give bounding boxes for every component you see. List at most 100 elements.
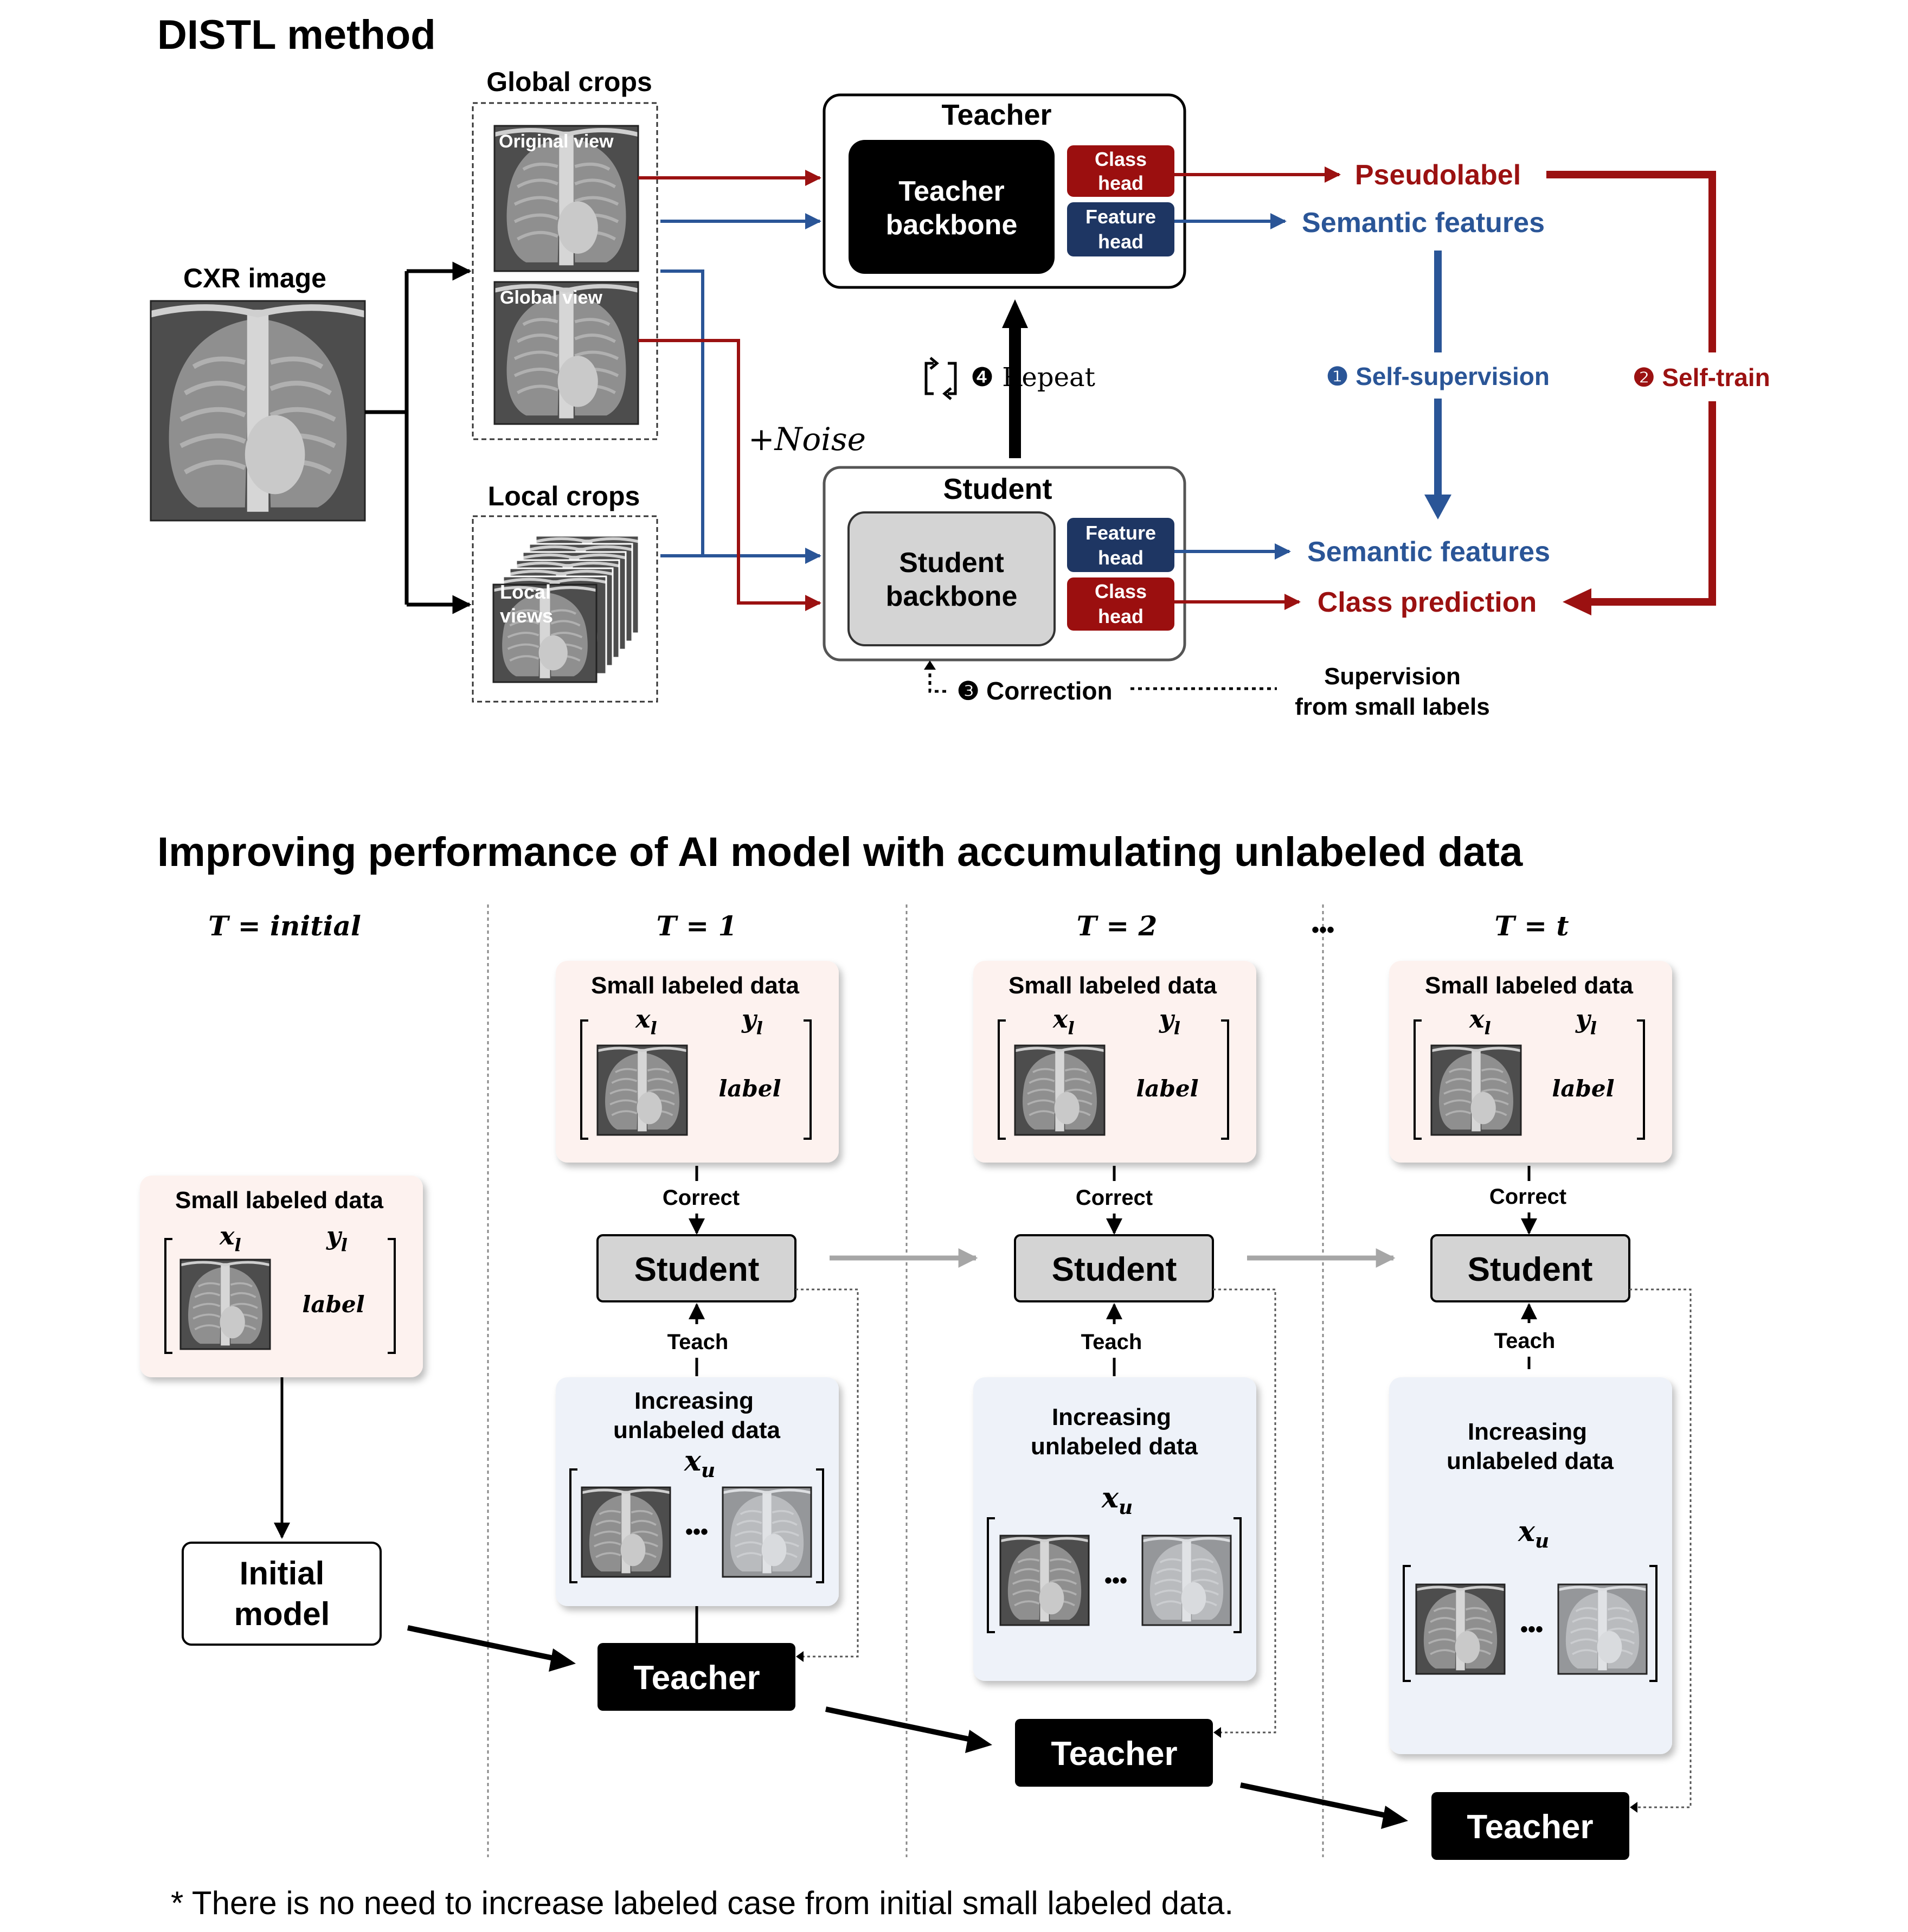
local-views-label-2: views: [500, 605, 553, 627]
t1-xu: xu: [684, 1445, 715, 1482]
crop-arrows: [638, 170, 821, 611]
step3-label: ❸ Correction: [957, 677, 1113, 705]
t2-correct-label: Correct: [1076, 1186, 1153, 1210]
tt-dots: •••: [1520, 1618, 1543, 1641]
tt-label-text: label: [1552, 1075, 1614, 1102]
step4-label: ❹ Repeat: [971, 362, 1095, 393]
global-crops-label: Global crops: [486, 67, 652, 97]
class-prediction-label: Class prediction: [1318, 587, 1537, 618]
t2-dots: •••: [1104, 1569, 1127, 1593]
t-1-label: T = 1: [657, 910, 737, 942]
t1-dots: •••: [685, 1520, 708, 1544]
cxr-label: CXR image: [183, 263, 326, 293]
local-crops-label: Local crops: [488, 481, 640, 511]
tt-correct-label: Correct: [1489, 1185, 1566, 1209]
original-view-label: Original view: [499, 131, 614, 152]
footnote: * There is no need to increase labeled c…: [171, 1885, 1234, 1921]
t1-unlabeled-bracket: [569, 1468, 824, 1583]
student-class-head-label-1: Class: [1095, 580, 1147, 602]
tt-student-label: Student: [1468, 1251, 1593, 1288]
ellipsis-label: •••: [1312, 918, 1334, 942]
initial-labeled-image: [179, 1259, 271, 1350]
teacher-semantic-features-label: Semantic features: [1302, 207, 1545, 239]
t1-increasing-label-2: unlabeled data: [613, 1417, 781, 1443]
t1-xl: xl: [635, 1004, 657, 1038]
t2-increasing-label-2: unlabeled data: [1031, 1433, 1198, 1460]
step2-label: ❷ Self-train: [1633, 363, 1770, 391]
t2-teach-label: Teach: [1081, 1330, 1142, 1354]
t1-teacher-label: Teacher: [633, 1659, 760, 1697]
column-separators: [487, 904, 1324, 1857]
t1-teacher-box: [598, 1643, 795, 1711]
self-train-arrow: [1546, 171, 1716, 615]
cxr-image: [150, 300, 366, 522]
tt-labeled-bracket: [1414, 1019, 1645, 1140]
student-backbone-label-1: Student: [899, 547, 1004, 579]
tt-unlabeled-image-2: [1557, 1583, 1648, 1675]
t2-labeled-bracket: [998, 1019, 1229, 1140]
t1-unlabeled-image-1: [581, 1486, 671, 1578]
global-view-label: Global view: [500, 287, 602, 308]
tt-xl: xl: [1469, 1004, 1491, 1038]
t2-yl: yl: [1159, 1004, 1180, 1038]
local-views-label-1: Local: [500, 581, 551, 603]
t2-student-label: Student: [1052, 1251, 1177, 1288]
tt-unlabeled-image-1: [1415, 1583, 1506, 1675]
t2-increasing-label-1: Increasing: [1052, 1404, 1171, 1430]
t2-unlabeled-image-1: [999, 1535, 1090, 1626]
t1-labeled-image: [596, 1044, 688, 1136]
t2-labeled-title: Small labeled data: [1008, 972, 1217, 999]
teacher-class-head: [1067, 145, 1174, 197]
t1-student-label: Student: [634, 1251, 760, 1288]
teacher-progression-arrowheads: [549, 1648, 1408, 1829]
tt-unlabeled-bracket: [1403, 1565, 1658, 1682]
supervision-label-2: from small labels: [1295, 694, 1489, 720]
repeat-arrow: [1002, 299, 1028, 458]
teacher-class-head-label-2: head: [1098, 172, 1143, 194]
t1-student-to-teacher-dotted: [795, 1288, 859, 1658]
student-feature-head: [1067, 518, 1174, 572]
t2-xu: xu: [1101, 1481, 1133, 1519]
teacher-feature-head-label-1: Feature: [1085, 206, 1156, 228]
t1-student-box: [596, 1234, 796, 1302]
initial-xl: xl: [219, 1221, 241, 1255]
t1-yl: yl: [741, 1004, 763, 1038]
tt-xu: xu: [1518, 1515, 1549, 1552]
student-class-head-label-2: head: [1098, 605, 1143, 627]
tt-increasing-label-2: unlabeled data: [1447, 1448, 1614, 1474]
correction-arrow: [928, 667, 1277, 693]
tt-teacher-label: Teacher: [1467, 1808, 1593, 1846]
bottom-title: Improving performance of AI model with a…: [157, 829, 1523, 875]
student-feature-head-label-1: Feature: [1085, 522, 1156, 544]
teacher-backbone-label-2: backbone: [886, 209, 1018, 241]
initial-model-label-2: model: [234, 1596, 330, 1632]
repeat-icon: [924, 357, 957, 400]
tt-teach-label: Teach: [1494, 1329, 1556, 1353]
t1-labeled-title: Small labeled data: [591, 972, 799, 999]
student-title: Student: [943, 473, 1052, 505]
student-backbone-label-2: backbone: [886, 581, 1018, 612]
teacher-backbone: [849, 140, 1055, 274]
tt-labeled-image: [1430, 1044, 1522, 1136]
t2-labeled-image: [1014, 1044, 1106, 1136]
cxr-branch-arrows: [365, 261, 472, 614]
tt-teacher-box: [1431, 1792, 1629, 1860]
student-backbone: [847, 511, 1056, 646]
t1-dotted-arrowhead: [796, 1651, 804, 1662]
initial-label-text: label: [302, 1291, 364, 1318]
supervision-label-1: Supervision: [1324, 663, 1461, 690]
t1-teach-label: Teach: [667, 1330, 729, 1354]
student-feature-head-label-2: head: [1098, 547, 1143, 569]
t1-correct-label: Correct: [663, 1186, 740, 1210]
teacher-feature-head-label-2: head: [1098, 230, 1143, 253]
tt-yl: yl: [1575, 1004, 1597, 1038]
t2-student-to-teacher-dotted: [1213, 1288, 1276, 1734]
tt-student-to-teacher-dotted: [1629, 1288, 1692, 1808]
teacher-class-head-label-1: Class: [1095, 148, 1147, 170]
t2-teacher-label: Teacher: [1051, 1735, 1177, 1773]
initial-model-label-1: Initial: [240, 1555, 325, 1591]
t-t-label: T = t: [1494, 910, 1569, 942]
teacher-feature-head: [1067, 202, 1174, 256]
original-view-image: [493, 125, 639, 272]
